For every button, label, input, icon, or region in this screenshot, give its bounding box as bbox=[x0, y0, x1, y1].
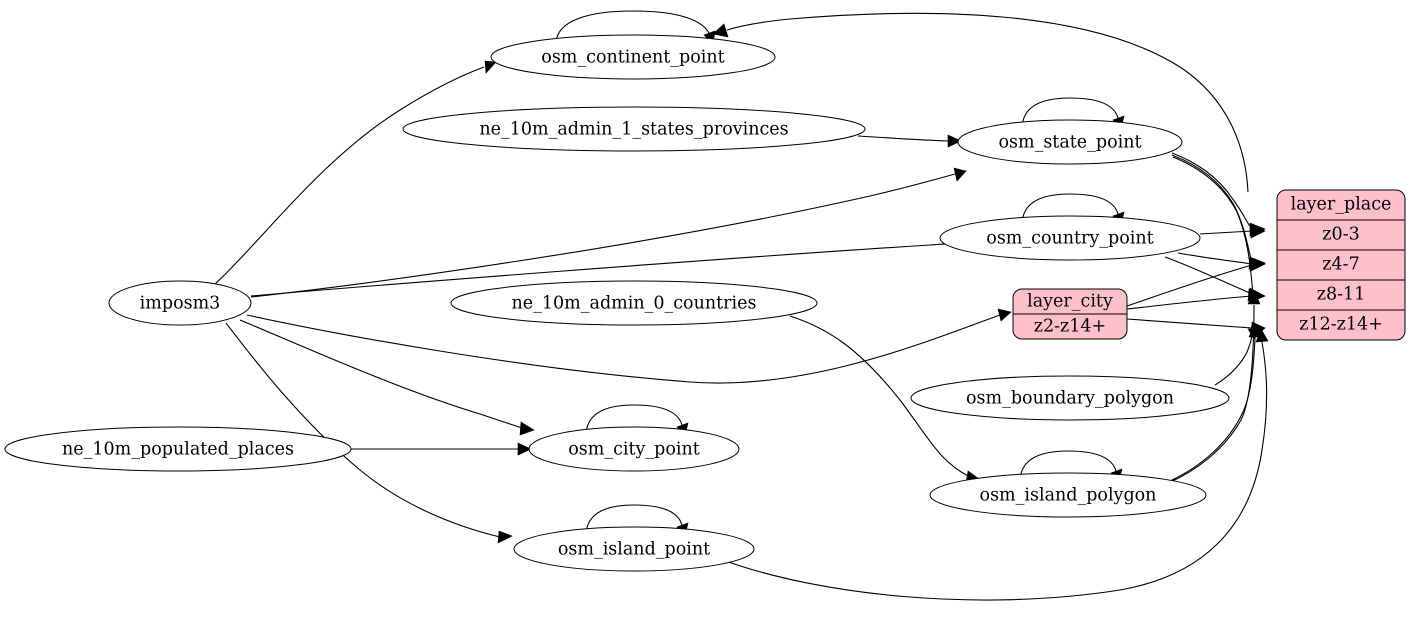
node-label-ne_10m_admin_1_states_provinces: ne_10m_admin_1_states_provinces bbox=[479, 120, 788, 140]
record-label-layer_city-title: layer_city bbox=[1027, 292, 1113, 312]
record-node-layer: layer_city z2-z14+ layer_place z0-3 z4-7… bbox=[1012, 189, 1406, 341]
edge-layer_city-to-layer_place-z12-z14plus bbox=[1126, 318, 1266, 335]
node-layer_place[interactable]: layer_place z0-3 z4-7 z8-11 z12-z14+ bbox=[1276, 189, 1406, 341]
node-ne_10m_admin_1_states_provinces[interactable]: ne_10m_admin_1_states_provinces bbox=[402, 106, 866, 152]
edge-layer_city-to-layer_place-z8-11 bbox=[1126, 289, 1266, 310]
edge-imposm3-to-layer_city bbox=[246, 308, 1012, 384]
node-imposm3[interactable]: imposm3 bbox=[108, 280, 252, 326]
node-osm_boundary_polygon[interactable]: osm_boundary_polygon bbox=[910, 375, 1230, 421]
node-label-osm_state_point: osm_state_point bbox=[998, 133, 1141, 153]
edge-osm_island_polygon-to-layer_place-z12-z14plus bbox=[1169, 323, 1262, 482]
node-ne_10m_admin_0_countries[interactable]: ne_10m_admin_0_countries bbox=[450, 280, 818, 326]
record-label-layer_place-title: layer_place bbox=[1291, 195, 1392, 215]
edge-ne_10m_admin_1_states_provinces-to-osm_state_point bbox=[857, 134, 962, 148]
edge-layer_city-to-layer_place-z4-7 bbox=[1126, 258, 1266, 307]
edge-osm_island_polygon-to-layer_place-z8-11 bbox=[1167, 290, 1261, 484]
edge-osm_country_point-to-layer_place-z0-3 bbox=[1199, 224, 1266, 239]
node-osm_country_point[interactable]: osm_country_point bbox=[939, 215, 1201, 261]
edge-layer_place-to-osm_continent_point bbox=[712, 12, 1249, 193]
edge-imposm3-to-osm_island_point bbox=[225, 322, 513, 544]
node-label-ne_10m_populated_places: ne_10m_populated_places bbox=[62, 440, 294, 460]
node-label-osm_continent_point: osm_continent_point bbox=[541, 48, 724, 68]
node-layer: imposm3 ne_10m_populated_places osm_cont… bbox=[4, 34, 1230, 572]
record-label-layer_city-z2-z14plus: z2-z14+ bbox=[1034, 317, 1106, 337]
node-osm_continent_point[interactable]: osm_continent_point bbox=[490, 34, 776, 80]
node-osm_state_point[interactable]: osm_state_point bbox=[957, 119, 1183, 165]
edge-ne_10m_populated_places-to-osm_city_point bbox=[351, 442, 532, 456]
record-label-layer_place-z8-11: z8-11 bbox=[1317, 285, 1366, 305]
edge-osm_state_point-to-layer_place-z0-3 bbox=[1171, 152, 1266, 237]
node-osm_city_point[interactable]: osm_city_point bbox=[528, 426, 740, 472]
node-label-ne_10m_admin_0_countries: ne_10m_admin_0_countries bbox=[512, 294, 757, 314]
record-label-layer_place-z12-z14plus: z12-z14+ bbox=[1299, 315, 1383, 335]
edge-osm_state_point-to-layer_place-z4-7 bbox=[1171, 154, 1266, 270]
record-label-layer_place-z0-3: z0-3 bbox=[1322, 225, 1359, 245]
edge-imposm3-to-osm_state_point bbox=[250, 167, 967, 298]
node-ne_10m_populated_places[interactable]: ne_10m_populated_places bbox=[4, 426, 352, 472]
node-osm_island_polygon[interactable]: osm_island_polygon bbox=[929, 472, 1207, 518]
node-osm_island_point[interactable]: osm_island_point bbox=[513, 526, 755, 572]
edge-osm_island_point-to-layer_place-z12-z14plus bbox=[719, 328, 1269, 601]
edge-imposm3-to-osm_city_point bbox=[239, 319, 535, 436]
edge-layer bbox=[214, 10, 1269, 601]
record-label-layer_place-z4-7: z4-7 bbox=[1322, 255, 1359, 275]
node-label-osm_island_polygon: osm_island_polygon bbox=[980, 486, 1157, 506]
node-layer_city[interactable]: layer_city z2-z14+ bbox=[1012, 288, 1128, 340]
edge-imposm3-to-osm_continent_point bbox=[214, 60, 497, 285]
node-label-osm_boundary_polygon: osm_boundary_polygon bbox=[966, 389, 1174, 409]
node-label-osm_country_point: osm_country_point bbox=[986, 229, 1153, 249]
node-label-osm_city_point: osm_city_point bbox=[568, 440, 700, 460]
node-label-imposm3: imposm3 bbox=[140, 294, 221, 314]
node-label-osm_island_point: osm_island_point bbox=[558, 540, 710, 560]
